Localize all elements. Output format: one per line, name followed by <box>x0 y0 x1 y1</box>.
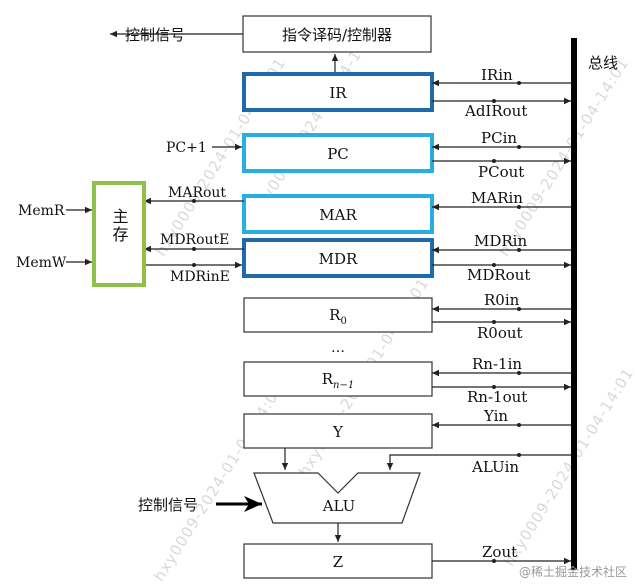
y-in-signal: Yin <box>483 407 508 425</box>
mdr-in-ext-signal: MDRinE <box>170 269 230 285</box>
mar-in-signal: MARin <box>471 189 523 207</box>
z-label: Z <box>333 553 343 571</box>
mar-out-signal: MARout <box>168 185 226 201</box>
control-signal-alu: 控制信号 <box>138 496 198 514</box>
instruction-decoder: 指令译码/控制器 控制信号 <box>110 15 432 72</box>
r0-out-signal: R0out <box>477 324 523 342</box>
system-bus: 总线 <box>571 38 618 570</box>
rn-sub: n−1 <box>333 380 354 391</box>
r0-main: R <box>329 306 341 324</box>
mar-register: MAR MARin MARout <box>144 185 571 234</box>
pc-out-signal: PCout <box>478 163 524 181</box>
alu-label: ALU <box>322 497 356 515</box>
footer-attribution: @稀土掘金技术社区 <box>518 565 627 579</box>
mar-label: MAR <box>319 206 357 224</box>
mdr-in-signal: MDRin <box>474 232 527 250</box>
r0-register: R0 R0in R0out <box>243 291 571 342</box>
control-signal-top: 控制信号 <box>125 26 185 44</box>
mdr-register: MDR MDRin MDRout MDRoutE MDRinE <box>144 232 571 285</box>
main-memory: 主存 MemR MemW <box>16 181 146 287</box>
mem-read-signal: MemR <box>18 203 65 219</box>
bus-label: 总线 <box>588 54 618 72</box>
y-label: Y <box>332 423 344 441</box>
rn-main: R <box>322 370 334 388</box>
register-ellipsis: … <box>331 340 345 356</box>
pc-label: PC <box>327 145 349 163</box>
mdr-label: MDR <box>319 250 358 268</box>
pc-register: PC PC+1 PCin PCout <box>166 129 571 181</box>
z-out-signal: Zout <box>482 543 517 561</box>
z-register: Z Zout <box>243 543 571 579</box>
alu-unit: ALUin ALU 控制信号 <box>138 453 571 542</box>
rn-1-register: Rn−1 Rn-1in Rn-1out <box>243 355 571 406</box>
ir-label: IR <box>329 84 347 102</box>
r0-in-signal: R0in <box>484 291 520 309</box>
ir-out-signal: AdIRout <box>464 102 527 120</box>
rn-label: Rn−1 <box>322 370 354 391</box>
mem-write-signal: MemW <box>16 255 67 271</box>
decoder-label: 指令译码/控制器 <box>282 26 392 44</box>
pc-in-signal: PCin <box>481 129 517 147</box>
r0-label: R0 <box>329 306 347 327</box>
pc-increment-signal: PC+1 <box>166 140 207 156</box>
ir-register: IR IRin AdIRout <box>242 66 571 120</box>
r0-sub: 0 <box>340 316 346 327</box>
ir-in-signal: IRin <box>481 66 513 84</box>
mdr-out-ext-signal: MDRoutE <box>160 232 229 248</box>
mdr-out-signal: MDRout <box>467 266 530 284</box>
rn-in-signal: Rn-1in <box>472 355 522 373</box>
alu-in-signal: ALUin <box>471 458 519 476</box>
rn-out-signal: Rn-1out <box>467 388 527 406</box>
memory-label: 主存 <box>110 208 129 244</box>
y-register: Y Yin <box>243 407 571 470</box>
